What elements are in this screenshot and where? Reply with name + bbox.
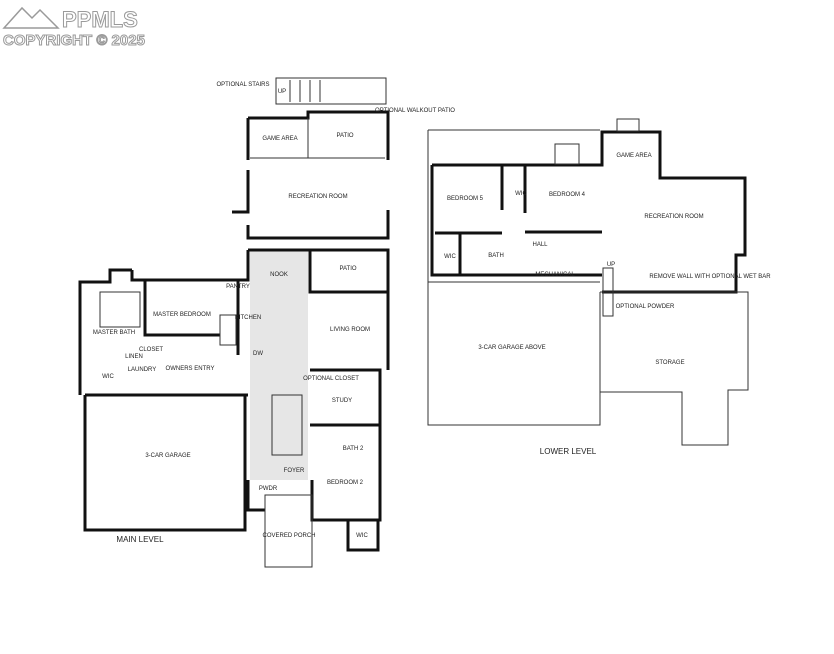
watermark-copyright: COPYRIGHT © 2025 <box>3 32 145 49</box>
lower-level-title: LOWER LEVEL <box>540 447 597 456</box>
label-wic-b: WIC <box>444 254 456 260</box>
label-stairs-up-lower: UP <box>607 262 615 268</box>
label-optional-stairs: OPTIONAL STAIRS <box>216 82 269 88</box>
label-master-bath: MASTER BATH <box>93 330 135 336</box>
ppmls-watermark-logo: PPMLS COPYRIGHT © 2025 <box>2 7 145 50</box>
main-level-title: MAIN LEVEL <box>116 535 164 544</box>
label-kitchen: KITCHEN <box>235 315 261 321</box>
label-recreation-room: RECREATION ROOM <box>288 194 347 200</box>
label-closet: CLOSET <box>139 347 163 353</box>
label-master-bedroom: MASTER BEDROOM <box>153 312 211 318</box>
label-pantry: PANTRY <box>226 284 250 290</box>
label-dw: DW <box>253 351 263 357</box>
label-bath: BATH <box>488 253 504 259</box>
label-covered-porch: COVERED PORCH <box>262 533 315 539</box>
label-wic-2: WIC <box>356 533 368 539</box>
label-patio: PATIO <box>339 266 356 272</box>
label-study: STUDY <box>332 398 352 404</box>
label-linen: LINEN <box>125 354 143 360</box>
label-patio-upper: PATIO <box>336 133 353 139</box>
main-level-plan <box>78 77 390 568</box>
label-garage: 3-CAR GARAGE <box>145 453 190 459</box>
label-wic: WIC <box>102 374 114 380</box>
label-storage: STORAGE <box>655 360 684 366</box>
label-stairs-up: UP <box>278 89 286 95</box>
label-optional-walkout-patio: OPTIONAL WALKOUT PATIO <box>375 108 455 114</box>
label-garage-above: 3-CAR GARAGE ABOVE <box>478 345 545 351</box>
label-optional-closet: OPTIONAL CLOSET <box>303 376 359 382</box>
label-mechanical: MECHANICAL <box>535 272 575 278</box>
label-hall: HALL <box>532 242 548 248</box>
label-living-room: LIVING ROOM <box>330 327 370 333</box>
watermark-brand: PPMLS <box>62 7 138 32</box>
label-laundry: LAUNDRY <box>128 367 157 373</box>
label-bath-2: BATH 2 <box>343 446 364 452</box>
lower-level-plan <box>427 118 749 446</box>
label-game-area-lower: GAME AREA <box>616 153 651 159</box>
label-optional-powder: OPTIONAL POWDER <box>616 304 675 310</box>
label-foyer: FOYER <box>284 468 305 474</box>
label-bedroom-2: BEDROOM 2 <box>327 480 364 486</box>
label-wet-bar-note: REMOVE WALL WITH OPTIONAL WET BAR <box>649 274 771 280</box>
label-wic-a: WIC <box>515 191 527 197</box>
label-pwdr: PWDR <box>259 486 278 492</box>
label-game-area: GAME AREA <box>262 136 297 142</box>
label-bedroom-5: BEDROOM 5 <box>447 196 484 202</box>
label-owners-entry: OWNERS ENTRY <box>166 366 215 372</box>
label-nook: NOOK <box>270 272 288 278</box>
label-recreation-room-lower: RECREATION ROOM <box>644 214 703 220</box>
label-bedroom-4: BEDROOM 4 <box>549 192 586 198</box>
